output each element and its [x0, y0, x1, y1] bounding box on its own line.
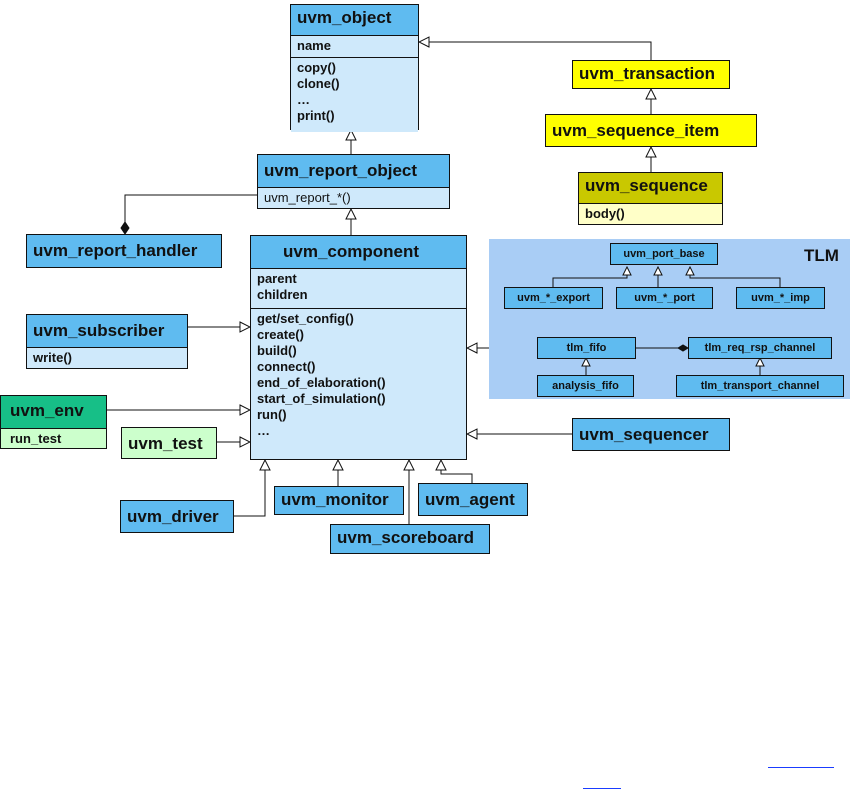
uvm-object-fields: name — [291, 35, 418, 57]
method-write: write() — [33, 350, 72, 365]
field-children: children — [257, 287, 308, 302]
uvm-subscriber-class[interactable]: uvm_subscriber write() — [26, 314, 188, 369]
uvm-scoreboard-class[interactable]: uvm_scoreboard — [330, 524, 490, 554]
uvm-object-title: uvm_object — [291, 5, 418, 35]
edge-export-portbase — [552, 267, 627, 287]
edge-imp-portbase — [690, 267, 781, 287]
uvm-env-methods: run_test — [1, 428, 106, 448]
uvm-export-box[interactable]: uvm_*_export — [504, 287, 603, 309]
uvm-monitor-class[interactable]: uvm_monitor — [274, 486, 404, 515]
uvm-env-title: uvm_env — [1, 396, 106, 428]
uvm-env-class[interactable]: uvm_env run_test — [0, 395, 107, 449]
uvm-subscriber-methods: write() — [27, 347, 187, 368]
uvm-test-class[interactable]: uvm_test — [121, 427, 217, 459]
uvm-transaction-title: uvm_transaction — [579, 64, 716, 83]
uvm-sequence-class[interactable]: uvm_sequence body() — [578, 172, 723, 225]
uvm-scoreboard-title: uvm_scoreboard — [337, 528, 474, 547]
uvm-component-fields: parent children — [251, 268, 466, 308]
uvm-driver-class[interactable]: uvm_driver — [120, 500, 234, 533]
uvm-agent-title: uvm_agent — [425, 490, 515, 509]
uvm-report-handler-title: uvm_report_handler — [33, 241, 198, 260]
uvm-report-object-title: uvm_report_object — [258, 155, 449, 187]
method-build: build() — [257, 343, 297, 358]
uvm-port-base-box[interactable]: uvm_port_base — [610, 243, 718, 265]
uvm-sequence-title: uvm_sequence — [579, 173, 722, 203]
uvm-port-box[interactable]: uvm_*_port — [616, 287, 713, 309]
method-run: run() — [257, 407, 287, 422]
uvm-component-methods: get/set_config() create() build() connec… — [251, 308, 466, 459]
tlm-transport-channel-box[interactable]: tlm_transport_channel — [676, 375, 844, 397]
method-run-test: run_test — [10, 431, 62, 446]
method-ellipsis: … — [297, 92, 310, 107]
uvm-imp-box[interactable]: uvm_*_imp — [736, 287, 825, 309]
tlm-label: TLM — [804, 246, 839, 265]
method-start-of-simulation: start_of_simulation() — [257, 391, 386, 406]
edge-agent-component — [441, 460, 473, 483]
uvm-report-handler-class[interactable]: uvm_report_handler — [26, 234, 222, 268]
link-underline-1[interactable] — [768, 767, 834, 768]
method-uvm-report: uvm_report_*() — [264, 190, 351, 205]
method-clone: clone() — [297, 76, 340, 91]
method-ellipsis: … — [257, 423, 270, 438]
uvm-test-title: uvm_test — [128, 434, 203, 453]
tlm-req-rsp-channel-box[interactable]: tlm_req_rsp_channel — [688, 337, 832, 359]
uvm-sequence-item-class[interactable]: uvm_sequence_item — [545, 114, 757, 147]
uvm-object-class[interactable]: uvm_object name copy() clone() … print() — [290, 4, 419, 132]
method-connect: connect() — [257, 359, 316, 374]
analysis-fifo-box[interactable]: analysis_fifo — [537, 375, 634, 397]
uvm-sequencer-title: uvm_sequencer — [579, 425, 709, 444]
method-copy: copy() — [297, 60, 336, 75]
uvm-component-title: uvm_component — [251, 236, 466, 268]
uvm-sequence-item-title: uvm_sequence_item — [552, 121, 720, 140]
tlm-panel — [489, 239, 850, 399]
uvm-sequence-methods: body() — [579, 203, 722, 224]
method-body: body() — [585, 206, 625, 221]
method-create: create() — [257, 327, 304, 342]
uvm-transaction-class[interactable]: uvm_transaction — [572, 60, 730, 89]
method-print: print() — [297, 108, 335, 123]
uvm-agent-class[interactable]: uvm_agent — [418, 483, 528, 516]
edge-driver-component — [234, 460, 265, 517]
uvm-report-object-methods: uvm_report_*() — [258, 187, 449, 208]
field-parent: parent — [257, 271, 297, 286]
uvm-driver-title: uvm_driver — [127, 507, 219, 526]
uvm-object-methods: copy() clone() … print() — [291, 57, 418, 132]
uvm-component-class[interactable]: uvm_component parent children get/set_co… — [250, 235, 467, 460]
link-underline-2[interactable] — [583, 788, 621, 789]
uvm-report-object-class[interactable]: uvm_report_object uvm_report_*() — [257, 154, 450, 209]
method-end-of-elaboration: end_of_elaboration() — [257, 375, 386, 390]
uvm-sequencer-class[interactable]: uvm_sequencer — [572, 418, 730, 451]
field-name: name — [297, 38, 331, 53]
method-get-set-config: get/set_config() — [257, 311, 354, 326]
edge-reportobj-handler — [120, 194, 257, 235]
tlm-fifo-box[interactable]: tlm_fifo — [537, 337, 636, 359]
edge-transaction-object — [419, 42, 652, 60]
uvm-subscriber-title: uvm_subscriber — [27, 315, 187, 347]
uvm-monitor-title: uvm_monitor — [281, 490, 389, 509]
